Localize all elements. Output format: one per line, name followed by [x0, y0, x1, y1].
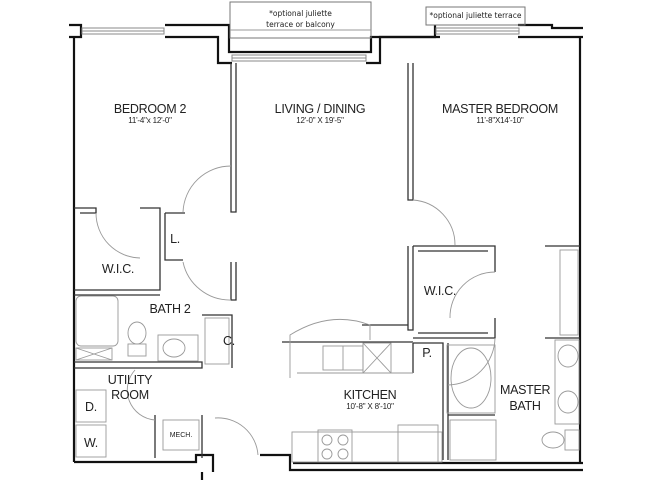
room-label-utility-room: ROOM [111, 388, 149, 402]
room-label-mech: MECH. [169, 432, 193, 439]
room-label-master: MASTER [500, 383, 551, 397]
room-label-bedroom-2: BEDROOM 2 [113, 102, 187, 116]
room-label-wic-left: W.I.C. [101, 262, 135, 276]
room-label-pantry: P. [422, 346, 432, 360]
windows [81, 1, 526, 62]
room-label-master-bedroom: MASTER BEDROOM [442, 102, 558, 116]
room-label-master-bath: BATH [509, 399, 541, 413]
room-dimensions-kitchen: 10'-8" X 8'-10" [346, 402, 394, 411]
room-label-bath-2: BATH 2 [149, 302, 191, 316]
room-dimensions-master-bedroom: 11'-8"X14'-10" [476, 116, 524, 125]
center-terrace-note: *optional juliette terrace or balcony [230, 8, 371, 30]
right-terrace-note: *optional juliette terrace [429, 11, 522, 20]
room-dimensions-living-dining: 12'-0" X 19'-5" [296, 116, 344, 125]
room-label-washer: W. [84, 436, 98, 450]
room-dimensions-bedroom-2: 11'-4"x 12'-0" [128, 116, 172, 125]
room-label-wic-right: W.I.C. [423, 284, 457, 298]
fixtures-doors [75, 165, 580, 463]
interior-walls [74, 63, 580, 460]
center-terrace-note-line1: *optional juliette [269, 9, 332, 18]
room-label-linen: L. [170, 232, 180, 246]
room-label-kitchen: KITCHEN [343, 388, 397, 402]
room-label-living-dining: LIVING / DINING [274, 102, 366, 116]
center-terrace-note-line2: terrace or balcony [266, 20, 335, 29]
room-label-dryer: D. [85, 400, 97, 414]
room-label-closet: C. [223, 334, 235, 348]
room-label-utility: UTILITY [107, 373, 153, 387]
